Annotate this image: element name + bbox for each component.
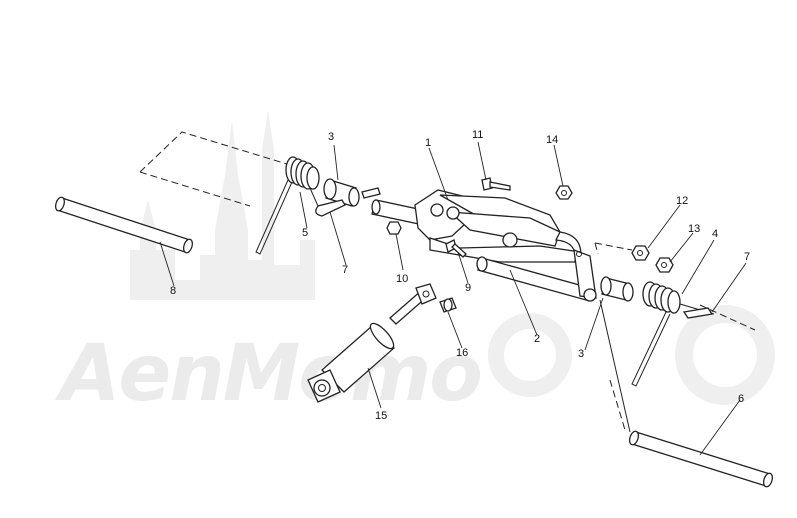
alignment-lines	[139, 131, 756, 433]
part-nut-13	[655, 257, 674, 273]
part-nut-14	[555, 185, 573, 200]
callout-16: 16	[456, 347, 468, 359]
callout-7-right: 7	[744, 251, 750, 263]
part-nut-12	[631, 245, 650, 261]
part-bushing-3-right	[600, 276, 634, 302]
part-nut-10	[386, 221, 402, 235]
callout-3-right: 3	[578, 348, 584, 360]
callout-4: 4	[712, 228, 718, 240]
part-bolt-11	[481, 177, 511, 191]
watermark: AenMomo	[54, 110, 775, 419]
callout-11: 11	[472, 129, 483, 141]
watermark-wheel-inner	[693, 323, 757, 387]
part-strut-15	[307, 289, 429, 403]
part-crossbar-2	[476, 249, 597, 302]
callout-2: 2	[534, 333, 540, 345]
callout-9: 9	[465, 282, 471, 294]
part-spring-5	[255, 156, 323, 255]
part-clip-7-left	[315, 187, 381, 217]
watermark-skyline	[130, 110, 315, 300]
callout-14: 14	[546, 134, 558, 146]
callout-10: 10	[396, 273, 408, 285]
watermark-text: AenMomo	[54, 329, 481, 419]
callout-7-left: 7	[342, 264, 348, 276]
leader-lines	[159, 141, 747, 456]
watermark-wheel-2-inner	[504, 329, 556, 381]
part-rod-end-16	[415, 283, 457, 313]
callout-3-left: 3	[328, 131, 334, 143]
callouts: 1 2 3 3 4 5 6 7 7 8 9 10 11 12 13 14 15 …	[170, 129, 750, 422]
callout-15: 15	[375, 410, 387, 422]
part-clip-7-right	[682, 307, 714, 319]
callout-8: 8	[170, 285, 176, 297]
part-rod-6	[628, 430, 774, 488]
callout-12: 12	[676, 195, 688, 207]
part-bracket-1	[371, 189, 587, 263]
part-bushing-3-left	[323, 178, 360, 207]
callout-5: 5	[302, 227, 308, 239]
callout-13: 13	[688, 223, 700, 235]
part-rod-8	[54, 196, 194, 254]
callout-6: 6	[738, 393, 744, 405]
part-bolt-9	[445, 239, 467, 258]
callout-1: 1	[425, 137, 431, 149]
